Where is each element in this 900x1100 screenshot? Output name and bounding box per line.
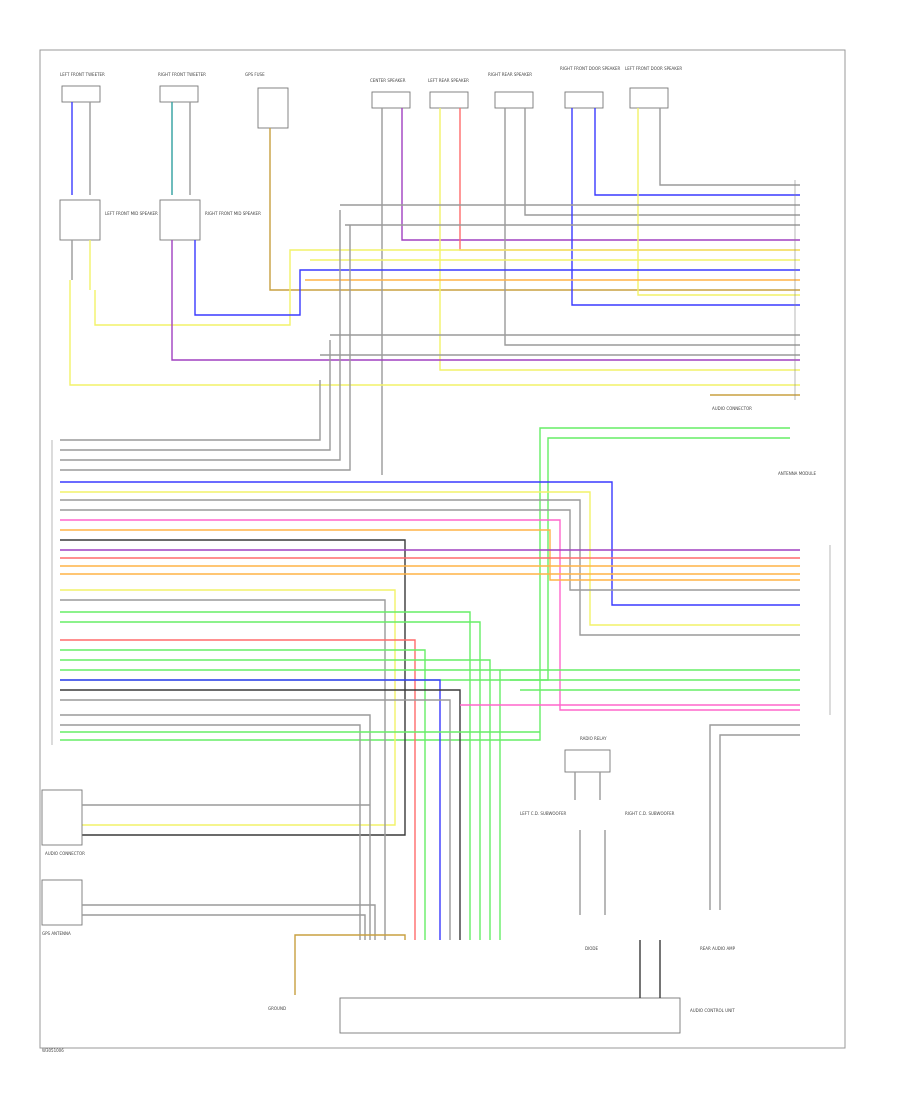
lf-door-speaker: LEFT FRONT DOOR SPEAKER (625, 66, 800, 296)
middle-wire-bundle (60, 481, 800, 940)
lf-door-speaker-label: LEFT FRONT DOOR SPEAKER (625, 66, 682, 71)
rr-speaker: RIGHT REAR SPEAKER (488, 72, 800, 346)
lf-mid-speaker-label: LEFT FRONT MID SPEAKER (105, 211, 158, 216)
left-cd-label: LEFT C.D. SUBWOOFER (520, 811, 567, 816)
diode-label: DIODE (585, 946, 598, 951)
rear-amp-label: REAR AUDIO AMP (700, 946, 736, 951)
rf-tweeter-label: RIGHT FRONT TWEETER (158, 72, 206, 77)
audio-connector-label: AUDIO CONNECTOR (45, 851, 85, 856)
relay-label: RADIO RELAY (580, 736, 607, 741)
lf-tweeter-label: LEFT FRONT TWEETER (60, 72, 105, 77)
audio-control-unit-label: AUDIO CONTROL UNIT (690, 1008, 735, 1013)
gps-fuse: GPS FUSE (245, 72, 800, 291)
gps-antenna: GPS ANTENNA (41, 879, 376, 940)
upper-right-connector: AUDIO CONNECTOR (712, 180, 796, 411)
lr-speaker: LEFT REAR SPEAKER (428, 78, 800, 371)
rf-tweeter: RIGHT FRONT TWEETER (158, 72, 206, 195)
upper-connector-label: AUDIO CONNECTOR (712, 406, 752, 411)
radio-relay: RADIO RELAY (564, 736, 611, 800)
ground-label: GROUND (268, 1006, 286, 1011)
rf-mid-speaker: RIGHT FRONT MID SPEAKER (159, 199, 261, 241)
lf-mid-speaker: LEFT FRONT MID SPEAKER (59, 199, 158, 290)
center-speaker: CENTER SPEAKER (370, 78, 800, 475)
gps-fuse-label: GPS FUSE (245, 72, 265, 77)
rf-door-speaker: RIGHT FRONT DOOR SPEAKER (560, 66, 800, 306)
rf-mid-speaker-label: RIGHT FRONT MID SPEAKER (205, 211, 261, 216)
audio-connector: AUDIO CONNECTOR (41, 789, 370, 856)
lr-speaker-label: LEFT REAR SPEAKER (428, 78, 469, 83)
antenna-module-label: ANTENNA MODULE (778, 471, 817, 476)
gps-antenna-label: GPS ANTENNA (42, 931, 71, 936)
rr-speaker-label: RIGHT REAR SPEAKER (488, 72, 532, 77)
lf-tweeter: LEFT FRONT TWEETER (60, 72, 105, 195)
diagram-id: W3051006 (42, 1048, 64, 1053)
center-speaker-label: CENTER SPEAKER (370, 78, 406, 83)
diagram-frame (39, 49, 846, 1049)
audio-control-unit: AUDIO CONTROL UNIT (339, 940, 735, 1034)
rf-door-speaker-label: RIGHT FRONT DOOR SPEAKER (560, 66, 621, 71)
right-cd-label: RIGHT C.D. SUBWOOFER (625, 811, 675, 816)
